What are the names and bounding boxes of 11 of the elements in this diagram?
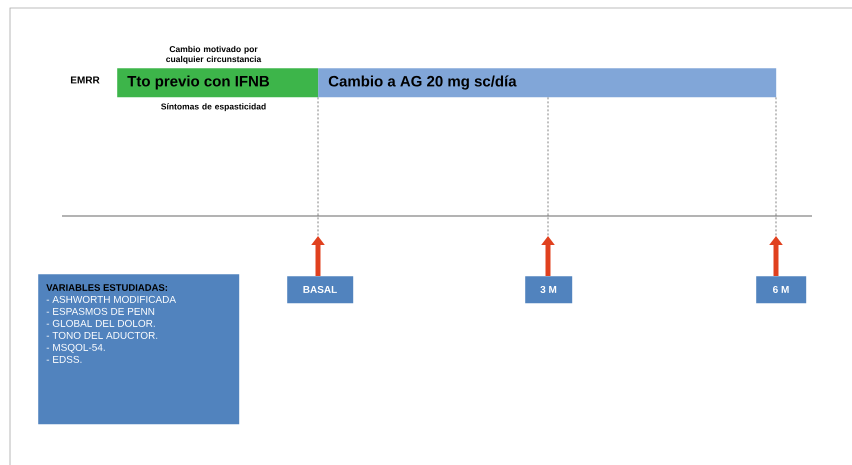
timepoint-box: BASAL <box>287 276 354 304</box>
treatment-bar <box>117 68 318 98</box>
variables-box: VARIABLES ESTUDIADAS: - ASHWORTH MODIFICADA - ESPASMOS DE PENN - GLOBAL DEL DOLOR. - TONO DEL ADUCTOR. - MSQOL-54. - EDSS. <box>38 274 240 424</box>
annotation-text: Cambio motivado por cualquier circunstancia <box>166 46 262 64</box>
bar-label: Tto previo con IFNB <box>127 76 270 90</box>
bar-label: Cambio a AG 20 mg sc/día <box>328 75 517 90</box>
row-label: EMRR <box>70 76 100 84</box>
timepoint-box: 6 M <box>756 276 806 304</box>
annotation-text: Síntomas de espasticidad <box>161 103 266 112</box>
treatment-bar <box>318 68 776 98</box>
timepoint-box: 3 M <box>525 276 572 304</box>
